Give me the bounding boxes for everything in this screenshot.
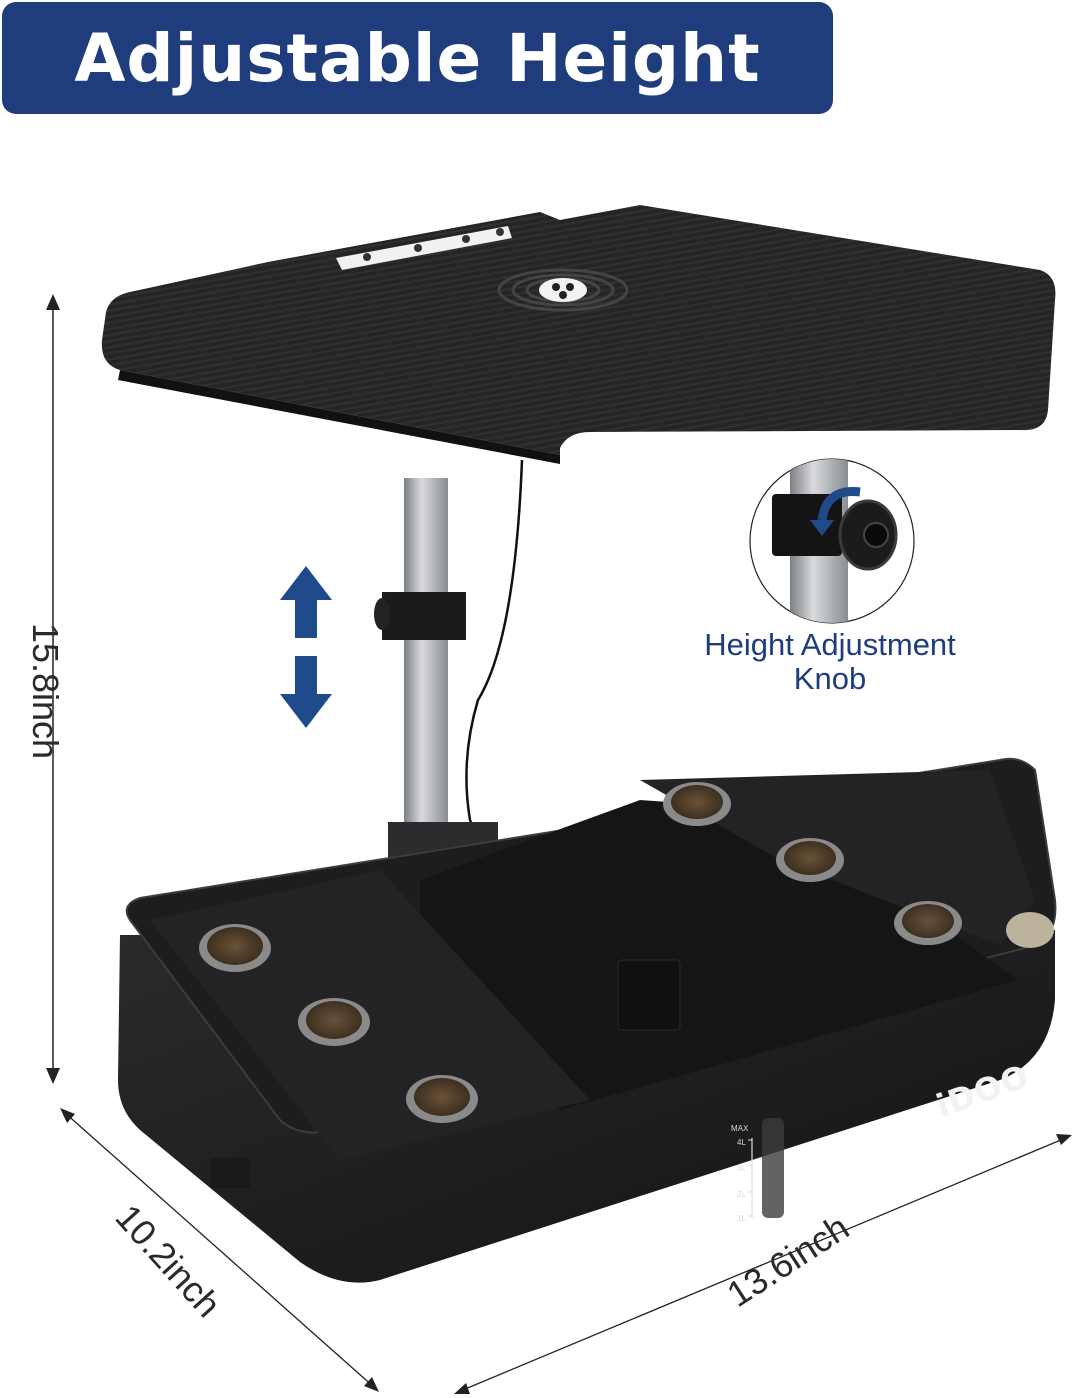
water-level-gauge: [748, 1118, 784, 1218]
gauge-max-label: MAX: [731, 1124, 749, 1133]
pod: [894, 901, 962, 945]
pod: [199, 924, 271, 972]
support-pole: [374, 478, 498, 872]
pod: [776, 838, 844, 882]
pod: [663, 782, 731, 826]
height-dimension-line: [46, 294, 60, 1084]
up-down-arrows-icon: [280, 566, 332, 728]
page-title: Adjustable Height: [74, 19, 761, 97]
pod: [406, 1075, 478, 1123]
depth-dimension-line: [60, 1108, 379, 1392]
gauge-level-2l: 2L: [737, 1190, 746, 1199]
control-panel-strip: [336, 226, 512, 270]
gauge-level-1l: 1L: [737, 1214, 746, 1223]
width-dimension-line: [454, 1134, 1072, 1394]
gauge-level-3l: 3L: [737, 1164, 746, 1173]
knob-label-line1: Height Adjustment: [704, 627, 956, 662]
title-banner: Adjustable Height: [2, 2, 833, 114]
gauge-level-4l: 4L: [737, 1138, 746, 1147]
fan-icon: [497, 268, 629, 312]
pod: [298, 998, 370, 1046]
planting-pods: [199, 782, 962, 1123]
rotate-arrow-icon: [817, 487, 861, 521]
knob-callout-label: Height Adjustment Knob: [660, 628, 1000, 696]
height-dimension-label: 15.8inch: [25, 622, 66, 760]
grow-light-panel: [101, 205, 1056, 464]
knob-callout: [749, 458, 915, 624]
planter-base: [118, 757, 1057, 1283]
knob-label-line2: Knob: [793, 661, 867, 696]
